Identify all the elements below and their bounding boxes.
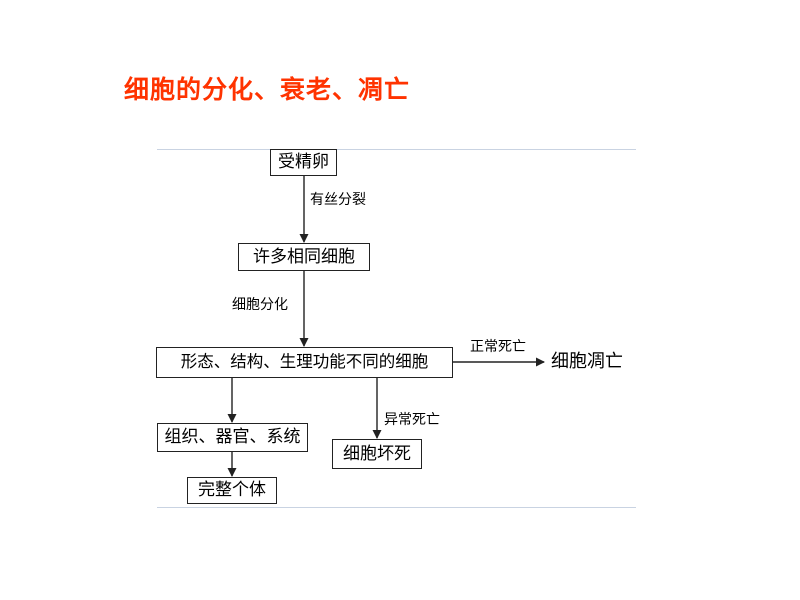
node-different-cells: 形态、结构、生理功能不同的细胞 xyxy=(156,347,453,378)
node-tissues: 组织、器官、系统 xyxy=(157,423,308,452)
bottom-rule xyxy=(157,507,636,508)
slide-title: 细胞的分化、衰老、凋亡 xyxy=(124,75,411,104)
node-zygote: 受精卵 xyxy=(270,149,337,176)
label-mitosis: 有丝分裂 xyxy=(310,192,366,208)
label-differentiation: 细胞分化 xyxy=(232,297,288,313)
node-individual: 完整个体 xyxy=(187,477,277,504)
top-rule xyxy=(157,149,636,150)
node-necrosis: 细胞坏死 xyxy=(332,439,422,469)
label-normal-death: 正常死亡 xyxy=(470,339,526,355)
node-apoptosis: 细胞凋亡 xyxy=(551,351,623,372)
node-same-cells: 许多相同细胞 xyxy=(238,243,370,271)
label-abnormal-death: 异常死亡 xyxy=(384,412,440,428)
